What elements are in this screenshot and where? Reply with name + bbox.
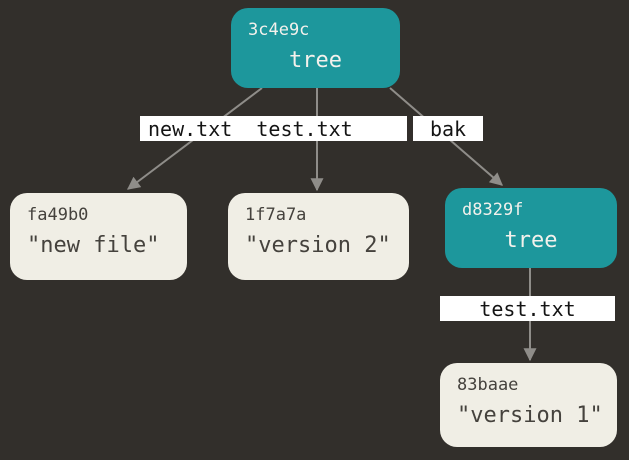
blob-node-version-1: 83baae "version 1" <box>440 363 617 447</box>
object-label: tree <box>289 48 342 73</box>
tree-node-bak: d8329f tree <box>445 188 617 268</box>
object-hash: d8329f <box>462 200 524 220</box>
object-label: "version 2" <box>245 233 391 258</box>
tree-node-root: 3c4e9c tree <box>231 8 400 88</box>
edge-label-bak: bak <box>413 116 483 141</box>
edge-label-root-files: new.txt test.txt <box>140 116 407 141</box>
object-hash: 83baae <box>457 375 519 395</box>
object-label: tree <box>504 228 558 253</box>
object-hash: 3c4e9c <box>248 20 310 40</box>
object-hash: 1f7a7a <box>245 205 307 225</box>
object-label: "new file" <box>27 233 160 258</box>
blob-node-new-file: fa49b0 "new file" <box>10 193 187 280</box>
object-hash: fa49b0 <box>27 205 89 225</box>
blob-node-version-2: 1f7a7a "version 2" <box>228 193 409 280</box>
edge-label-bak-file: test.txt <box>440 296 615 321</box>
object-label: "version 1" <box>457 403 603 428</box>
